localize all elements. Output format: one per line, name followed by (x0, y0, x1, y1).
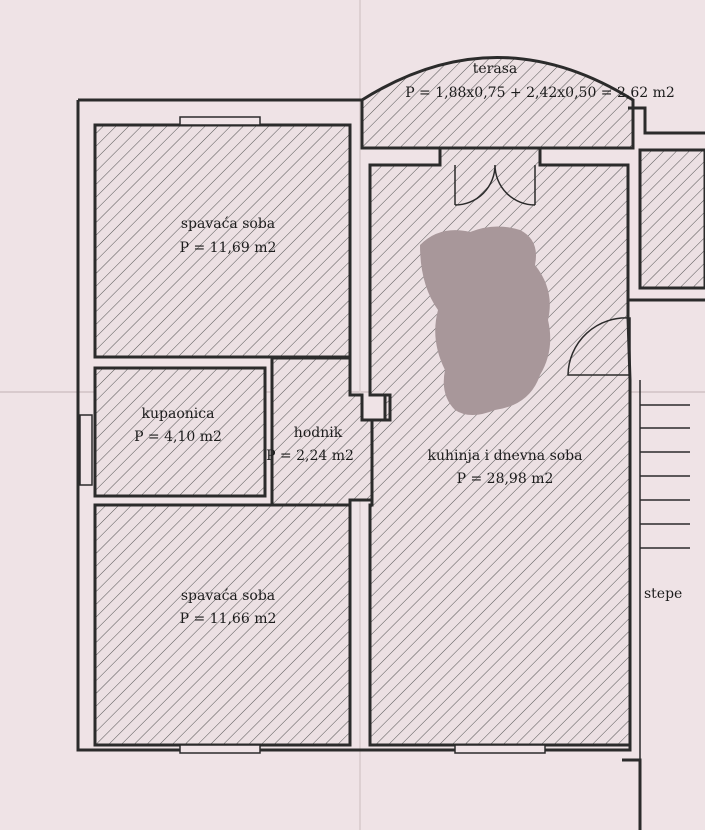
label-terasa-name: terasa (473, 61, 517, 77)
window-kitchen (454, 744, 546, 754)
label-bedroom-top-area: P = 11,69 m2 (180, 240, 277, 256)
label-bathroom-area: P = 4,10 m2 (134, 429, 222, 445)
label-bedroom-bottom-name: spavaća soba (181, 588, 275, 604)
label-terasa-area: P = 1,88x0,75 + 2,42x0,50 = 2,62 m2 (405, 85, 675, 101)
room-bathroom (93, 366, 267, 498)
label-kitchen-name: kuhinja i dnevna soba (428, 448, 583, 464)
stairs (639, 380, 690, 770)
room-bedroom-top (93, 123, 352, 359)
redaction-mark (420, 226, 551, 415)
label-bedroom-top-name: spavaća soba (181, 216, 275, 232)
label-hallway-name: hodnik (294, 425, 343, 441)
room-side (638, 148, 705, 290)
window-bedroom-bottom (179, 744, 261, 754)
label-stairs: stepe (644, 586, 682, 602)
label-hallway-area: P = 2,24 m2 (266, 448, 354, 464)
entrance-door (567, 317, 631, 376)
label-bathroom-name: kupaonica (142, 406, 215, 422)
side-wall (628, 106, 705, 302)
label-kitchen-area: P = 28,98 m2 (457, 471, 554, 487)
window-bedroom-top (179, 116, 261, 126)
terrace-door (454, 164, 536, 206)
window-bathroom (79, 414, 93, 486)
label-bedroom-bottom-area: P = 11,66 m2 (180, 611, 277, 627)
stair-wall (622, 758, 642, 830)
